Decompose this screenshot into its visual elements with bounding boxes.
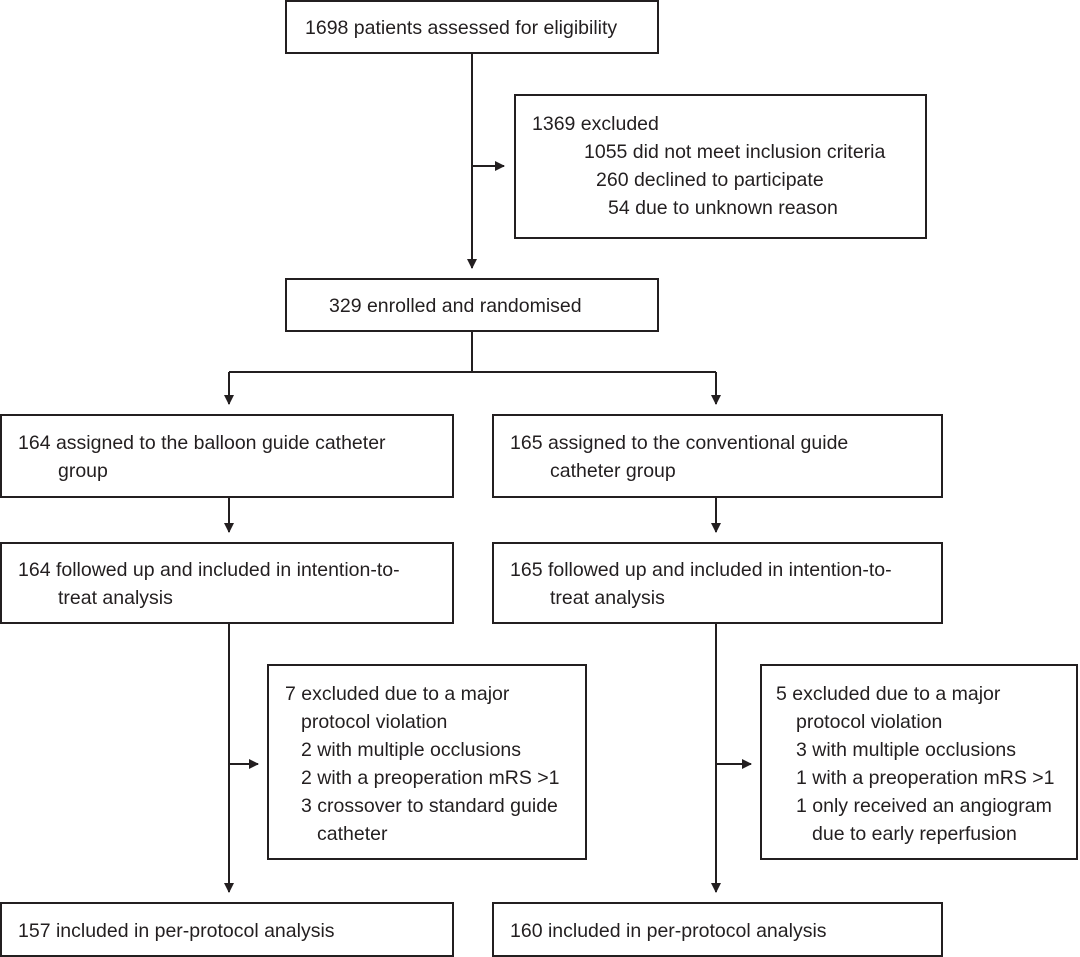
right-assigned-line2: catheter group — [550, 460, 676, 482]
right-excluded-box: 5 excluded due to a major protocol viola… — [760, 664, 1078, 860]
left-excluded-box: 7 excluded due to a major protocol viola… — [267, 664, 587, 860]
right-followed-box: 165 followed up and included in intentio… — [492, 542, 943, 624]
left-excluded-reason: catheter — [317, 823, 388, 845]
left-excluded-title1: 7 excluded due to a major — [285, 683, 510, 705]
right-excluded-title1: 5 excluded due to a major — [776, 683, 1001, 705]
left-followed-line1: 164 followed up and included in intentio… — [18, 559, 400, 581]
right-assigned-line1: 165 assigned to the conventional guide — [510, 432, 849, 454]
right-assigned-box: 165 assigned to the conventional guide c… — [492, 414, 943, 498]
right-excluded-reason: 1 only received an angiogram — [796, 795, 1052, 817]
left-excluded-reason: 3 crossover to standard guide — [301, 795, 558, 817]
right-excluded-reason: 3 with multiple occlusions — [796, 739, 1017, 761]
excluded-box: 1369 excluded 1055 did not meet inclusio… — [514, 94, 927, 239]
left-excluded-reason: 2 with a preoperation mRS >1 — [301, 767, 560, 789]
left-followed-line2: treat analysis — [58, 587, 173, 609]
left-per-protocol-text: 157 included in per-protocol analysis — [18, 920, 335, 942]
randomised-box: 329 enrolled and randomised — [285, 278, 659, 332]
assessed-text: 1698 patients assessed for eligibility — [305, 17, 618, 39]
right-per-protocol-box: 160 included in per-protocol analysis — [492, 902, 943, 957]
right-followed-line1: 165 followed up and included in intentio… — [510, 559, 892, 581]
excluded-reason: 260 declined to participate — [596, 169, 824, 191]
right-followed-line2: treat analysis — [550, 587, 665, 609]
right-excluded-title2: protocol violation — [796, 711, 943, 733]
excluded-reason: 54 due to unknown reason — [608, 197, 838, 219]
excluded-title: 1369 excluded — [532, 113, 659, 135]
assessed-box: 1698 patients assessed for eligibility — [285, 0, 659, 54]
right-excluded-reason: due to early reperfusion — [812, 823, 1017, 845]
left-followed-box: 164 followed up and included in intentio… — [0, 542, 454, 624]
left-assigned-box: 164 assigned to the balloon guide cathet… — [0, 414, 454, 498]
left-assigned-line2: group — [58, 460, 108, 482]
left-excluded-reason: 2 with multiple occlusions — [301, 739, 522, 761]
left-per-protocol-box: 157 included in per-protocol analysis — [0, 902, 454, 957]
randomised-text: 329 enrolled and randomised — [329, 295, 582, 317]
excluded-reason: 1055 did not meet inclusion criteria — [584, 141, 886, 163]
left-excluded-title2: protocol violation — [301, 711, 448, 733]
right-per-protocol-text: 160 included in per-protocol analysis — [510, 920, 827, 942]
right-excluded-reason: 1 with a preoperation mRS >1 — [796, 767, 1055, 789]
left-assigned-line1: 164 assigned to the balloon guide cathet… — [18, 432, 386, 454]
